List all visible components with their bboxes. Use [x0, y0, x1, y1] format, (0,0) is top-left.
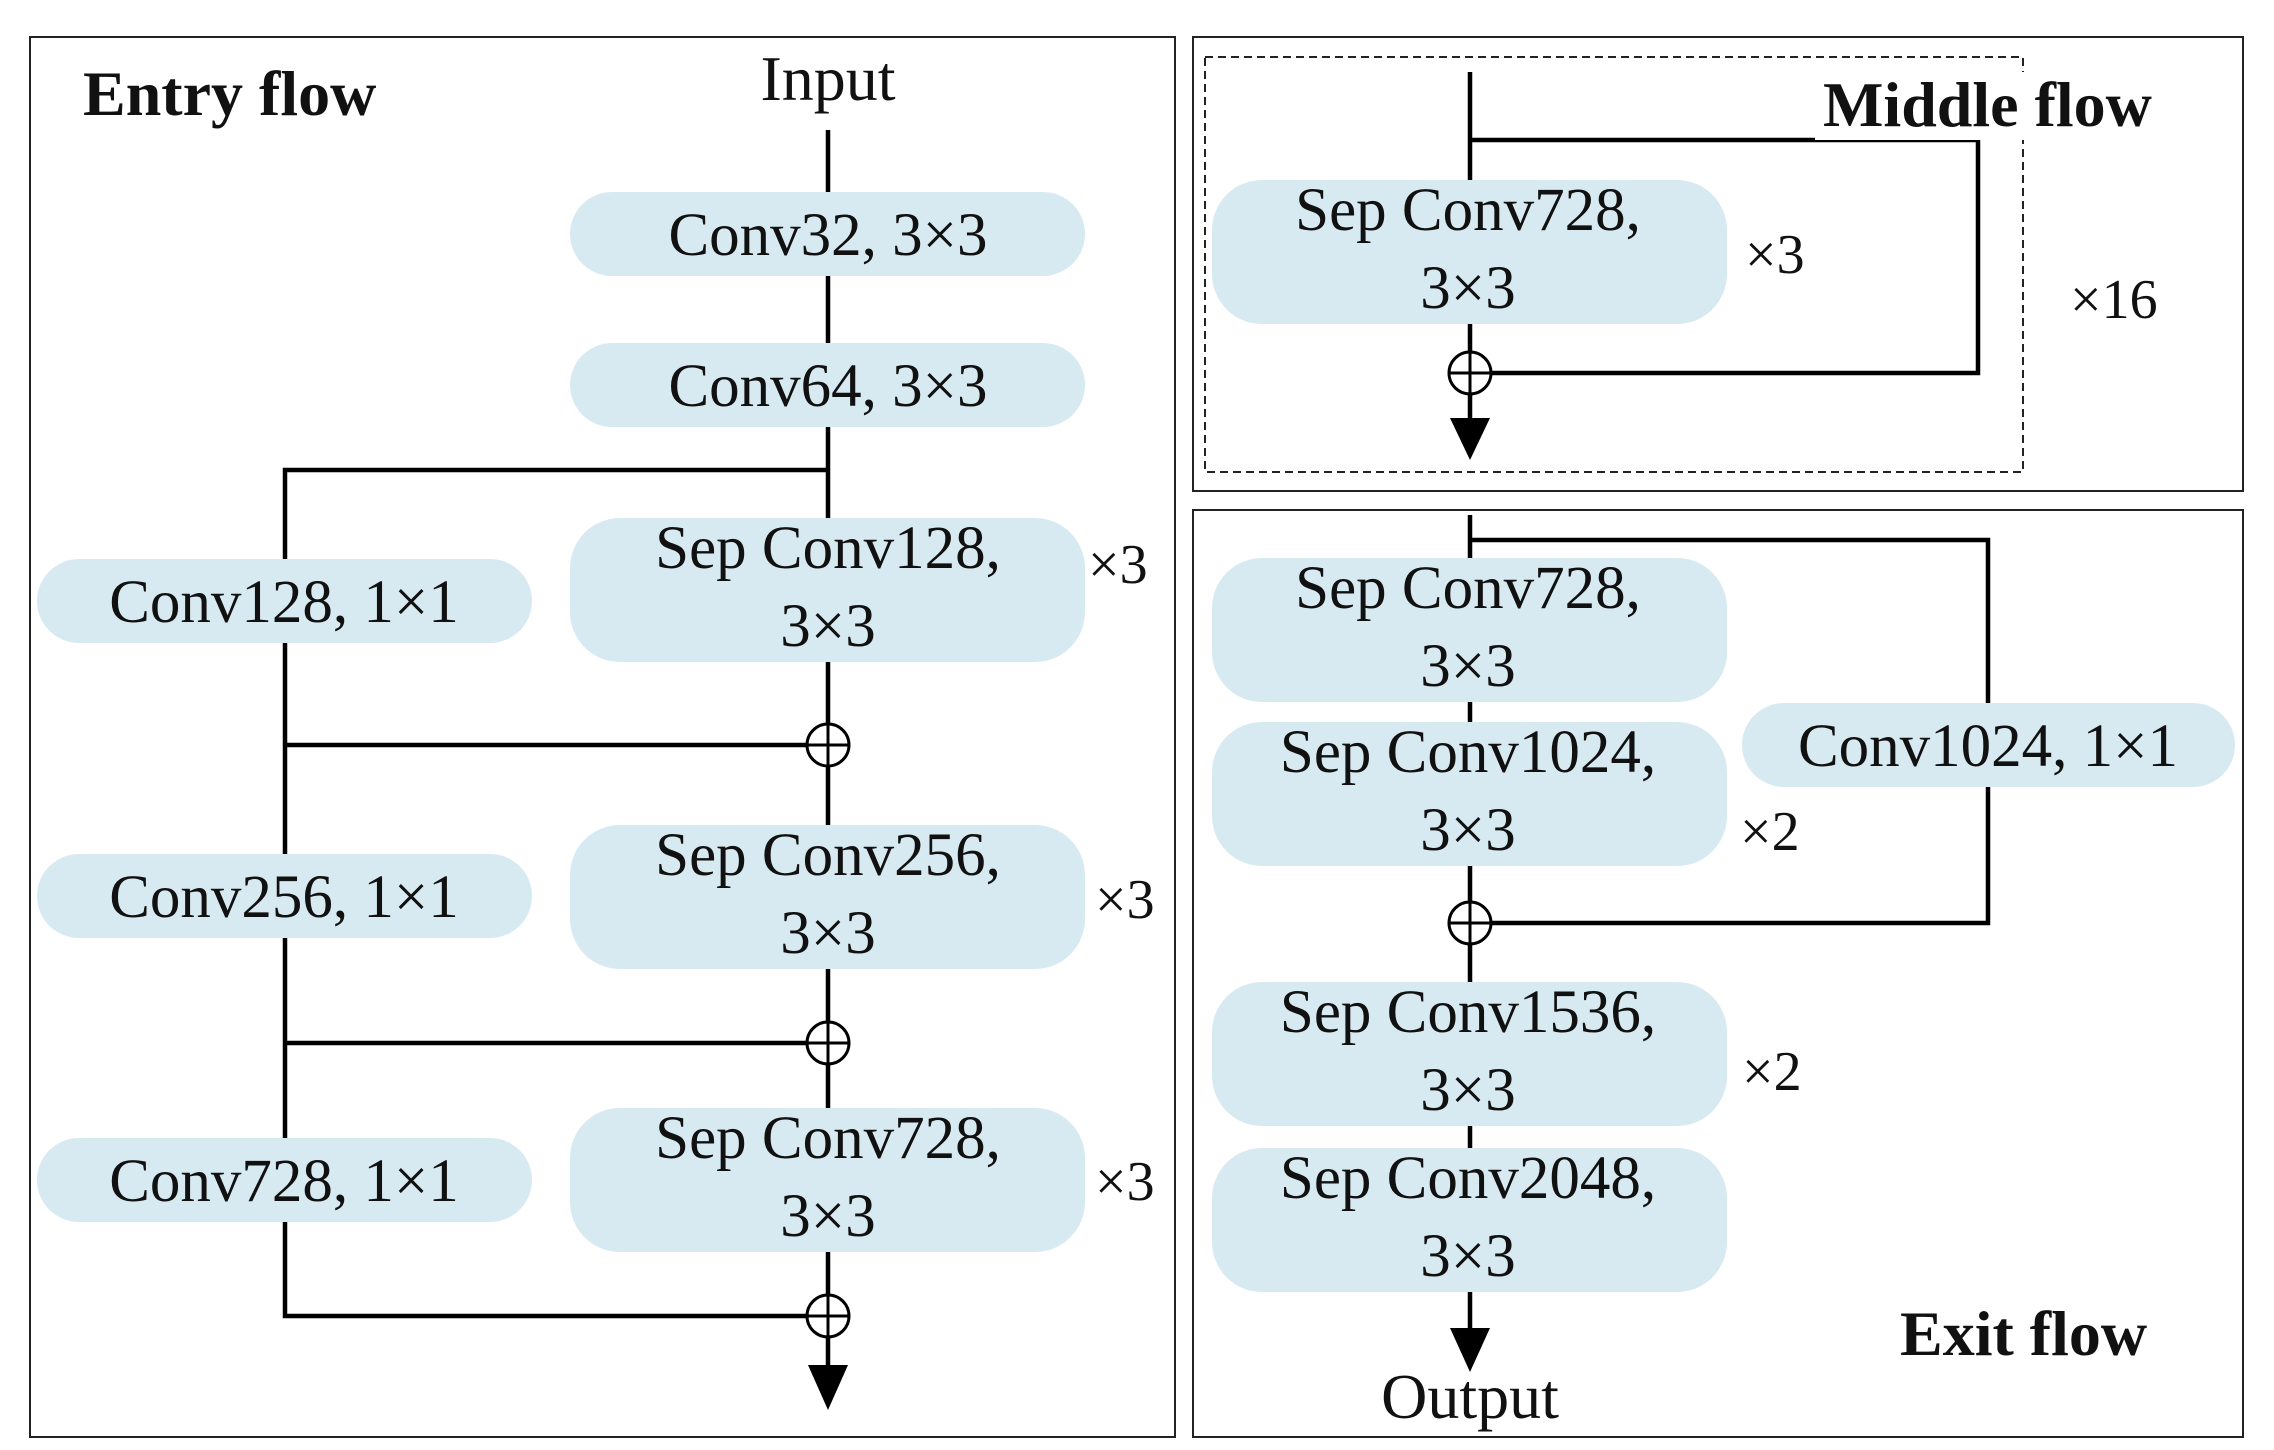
sepconv728-entry-label-line1: Sep Conv728,	[655, 1105, 1001, 1172]
exit-output-arrow	[1450, 1328, 1490, 1372]
sepconv728-entry-repeat: ×3	[1095, 1151, 1155, 1213]
sepconv256-repeat: ×3	[1095, 869, 1155, 931]
exit-add-node	[1447, 900, 1493, 946]
middle-flow-panel: Middle flow Sep Conv728, 3×3 ×3 ×16	[1192, 36, 2244, 492]
entry-add-node-1	[805, 722, 851, 768]
middle-output-arrow	[1450, 418, 1490, 460]
exit-flow-title: Exit flow	[1900, 1298, 2147, 1369]
sepconv728-middle-label-line1: Sep Conv728,	[1295, 177, 1641, 244]
sepconv256-block: Sep Conv256, 3×3	[570, 822, 1085, 969]
sepconv728-middle-block: Sep Conv728, 3×3	[1212, 177, 1727, 324]
sepconv1536-label-line1: Sep Conv1536,	[1280, 979, 1656, 1046]
middle-add-node	[1447, 350, 1493, 396]
sepconv1024-label-line2: 3×3	[1420, 797, 1515, 864]
sepconv728-middle-repeat: ×3	[1745, 224, 1805, 286]
sepconv728-entry-block: Sep Conv728, 3×3	[570, 1105, 1085, 1252]
sepconv728-exit-label-line1: Sep Conv728,	[1295, 555, 1641, 622]
sepconv2048-label-line1: Sep Conv2048,	[1280, 1145, 1656, 1212]
sepconv1536-label-line2: 3×3	[1420, 1057, 1515, 1124]
input-label: Input	[760, 43, 895, 114]
sepconv2048-label-line2: 3×3	[1420, 1223, 1515, 1290]
conv128-skip-block: Conv128, 1×1	[37, 559, 532, 643]
sepconv728-middle-label-line2: 3×3	[1420, 255, 1515, 322]
entry-output-arrow	[808, 1365, 848, 1410]
sepconv728-exit-block: Sep Conv728, 3×3	[1212, 555, 1727, 702]
sepconv1536-repeat: ×2	[1742, 1041, 1802, 1103]
sepconv128-block: Sep Conv128, 3×3	[570, 515, 1085, 662]
sepconv256-label-line2: 3×3	[780, 900, 875, 967]
conv256-skip-block: Conv256, 1×1	[37, 854, 532, 938]
sepconv728-entry-label-line2: 3×3	[780, 1183, 875, 1250]
sepconv1536-block: Sep Conv1536, 3×3	[1212, 979, 1727, 1126]
sepconv1024-repeat: ×2	[1740, 801, 1800, 863]
conv1024-skip-block: Conv1024, 1×1	[1742, 703, 2235, 787]
entry-flow-title: Entry flow	[83, 58, 376, 129]
sepconv256-label-line1: Sep Conv256,	[655, 822, 1001, 889]
entry-add-node-3	[805, 1293, 851, 1339]
sepconv1024-block: Sep Conv1024, 3×3	[1212, 719, 1727, 866]
entry-add-node-2	[805, 1020, 851, 1066]
conv32-block: Conv32, 3×3	[570, 192, 1085, 276]
conv256-skip-label: Conv256, 1×1	[109, 864, 459, 931]
conv1024-skip-label: Conv1024, 1×1	[1798, 713, 2178, 780]
conv728-skip-label: Conv728, 1×1	[109, 1148, 459, 1215]
middle-block-repeat: ×16	[2070, 269, 2158, 331]
sepconv128-repeat: ×3	[1088, 534, 1148, 596]
output-label: Output	[1381, 1361, 1559, 1432]
conv64-label: Conv64, 3×3	[668, 353, 987, 420]
sepconv1024-label-line1: Sep Conv1024,	[1280, 719, 1656, 786]
entry-flow-panel: Entry flow Input Conv32, 3×3 Conv64, 3×3…	[29, 36, 1176, 1438]
conv128-skip-label: Conv128, 1×1	[109, 569, 459, 636]
middle-repeat-box	[1204, 56, 2024, 473]
conv32-label: Conv32, 3×3	[668, 202, 987, 269]
conv64-block: Conv64, 3×3	[570, 343, 1085, 427]
sepconv128-label-line2: 3×3	[780, 593, 875, 660]
conv728-skip-block: Conv728, 1×1	[37, 1138, 532, 1222]
middle-skip-path	[1470, 137, 1981, 376]
sepconv728-exit-label-line2: 3×3	[1420, 633, 1515, 700]
sepconv2048-block: Sep Conv2048, 3×3	[1212, 1145, 1727, 1292]
sepconv128-label-line1: Sep Conv128,	[655, 515, 1001, 582]
exit-flow-panel: Sep Conv728, 3×3 Sep Conv1024, 3×3 ×2 Co…	[1192, 509, 2244, 1438]
middle-flow-title: Middle flow	[1823, 69, 2152, 140]
